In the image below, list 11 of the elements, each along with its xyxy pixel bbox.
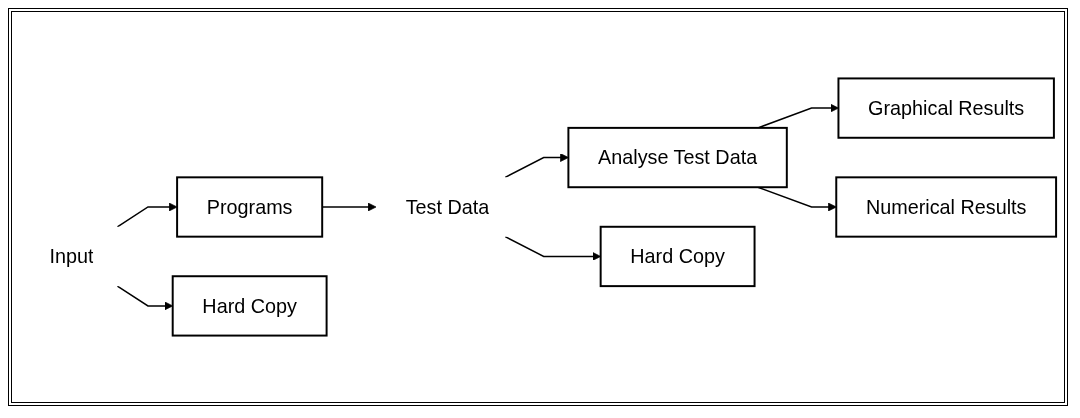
arrow <box>116 202 178 228</box>
node-text: Test Data <box>405 196 490 218</box>
node-box: Analyse Test Data <box>567 126 788 189</box>
node-box: Hard Copy <box>171 275 328 337</box>
node-box: Programs <box>176 176 324 238</box>
node-text: Input <box>49 245 94 268</box>
node-box: Graphical Results <box>837 77 1055 139</box>
node-box: Numerical Results <box>835 176 1058 238</box>
node-box: Hard Copy <box>599 225 756 288</box>
arrow <box>757 186 837 212</box>
arrow <box>504 153 569 179</box>
